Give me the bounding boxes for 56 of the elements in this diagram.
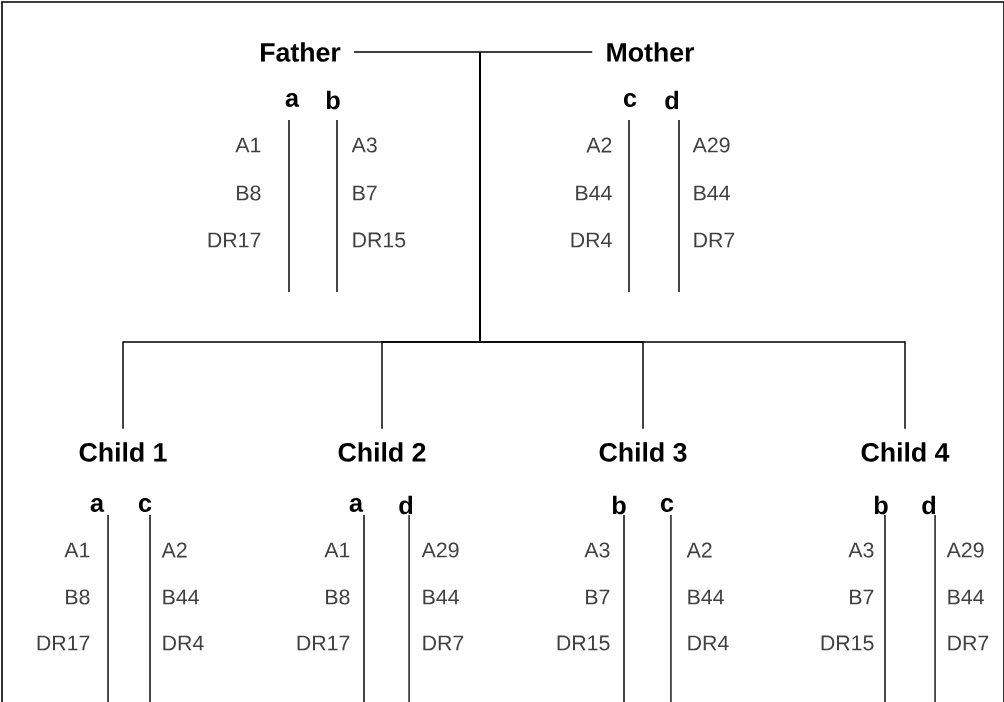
haplotype-letter: d xyxy=(922,495,936,515)
person-label: Child 2 xyxy=(338,442,426,462)
haplotype-letter: c xyxy=(623,93,637,107)
person-label: Mother xyxy=(607,42,695,62)
connector-line xyxy=(479,51,906,430)
allele-text: B8 xyxy=(237,185,261,201)
allele-text: A1 xyxy=(235,137,261,153)
allele-text: A29 xyxy=(692,137,730,153)
haplotype-letter: c xyxy=(660,498,674,512)
allele-text: B7 xyxy=(850,589,874,605)
person-label: Child 1 xyxy=(79,442,167,462)
person-label: Child 3 xyxy=(599,442,687,462)
allele-text: A2 xyxy=(686,542,712,558)
allele-text: DR7 xyxy=(948,635,989,651)
allele-text: A29 xyxy=(421,542,459,558)
haplotype-letter: c xyxy=(138,498,152,512)
allele-text: DR15 xyxy=(353,232,406,248)
allele-text: A29 xyxy=(946,542,984,558)
haplotype-letter: a xyxy=(285,93,300,107)
allele-text: B7 xyxy=(353,185,377,201)
allele-text: DR15 xyxy=(557,635,610,651)
allele-text: B8 xyxy=(326,589,350,605)
allele-text: DR4 xyxy=(571,232,612,248)
allele-text: DR7 xyxy=(694,232,735,248)
haplotype-letter: a xyxy=(349,498,364,512)
allele-text: B44 xyxy=(576,185,612,201)
allele-text: DR15 xyxy=(821,635,874,651)
allele-text: DR7 xyxy=(423,635,464,651)
haplotype-letter: b xyxy=(326,90,340,110)
allele-text: A1 xyxy=(64,542,90,558)
allele-text: A2 xyxy=(586,137,612,153)
allele-text: DR4 xyxy=(688,635,729,651)
allele-text: B7 xyxy=(586,589,610,605)
allele-text: A1 xyxy=(324,542,350,558)
connector-line xyxy=(353,51,593,53)
allele-text: A3 xyxy=(351,137,377,153)
haplotype-letter: a xyxy=(90,498,105,512)
allele-text: B44 xyxy=(423,589,459,605)
haplotype-letter: d xyxy=(399,495,413,515)
haplotype-letter: d xyxy=(665,90,679,110)
allele-text: A3 xyxy=(584,542,610,558)
allele-text: B44 xyxy=(948,589,984,605)
person-label: Child 4 xyxy=(861,442,950,462)
person-label: Father xyxy=(261,42,341,62)
allele-text: B44 xyxy=(688,589,724,605)
allele-text: A2 xyxy=(161,542,187,558)
haplotype-letter: b xyxy=(612,495,626,515)
allele-text: B44 xyxy=(694,185,730,201)
allele-text: DR17 xyxy=(37,635,90,651)
allele-text: B8 xyxy=(66,589,90,605)
allele-text: DR17 xyxy=(297,635,350,651)
allele-text: DR4 xyxy=(163,635,204,651)
allele-text: A3 xyxy=(848,542,874,558)
allele-text: DR17 xyxy=(208,232,261,248)
haplotype-letter: b xyxy=(874,495,888,515)
allele-text: B44 xyxy=(163,589,199,605)
